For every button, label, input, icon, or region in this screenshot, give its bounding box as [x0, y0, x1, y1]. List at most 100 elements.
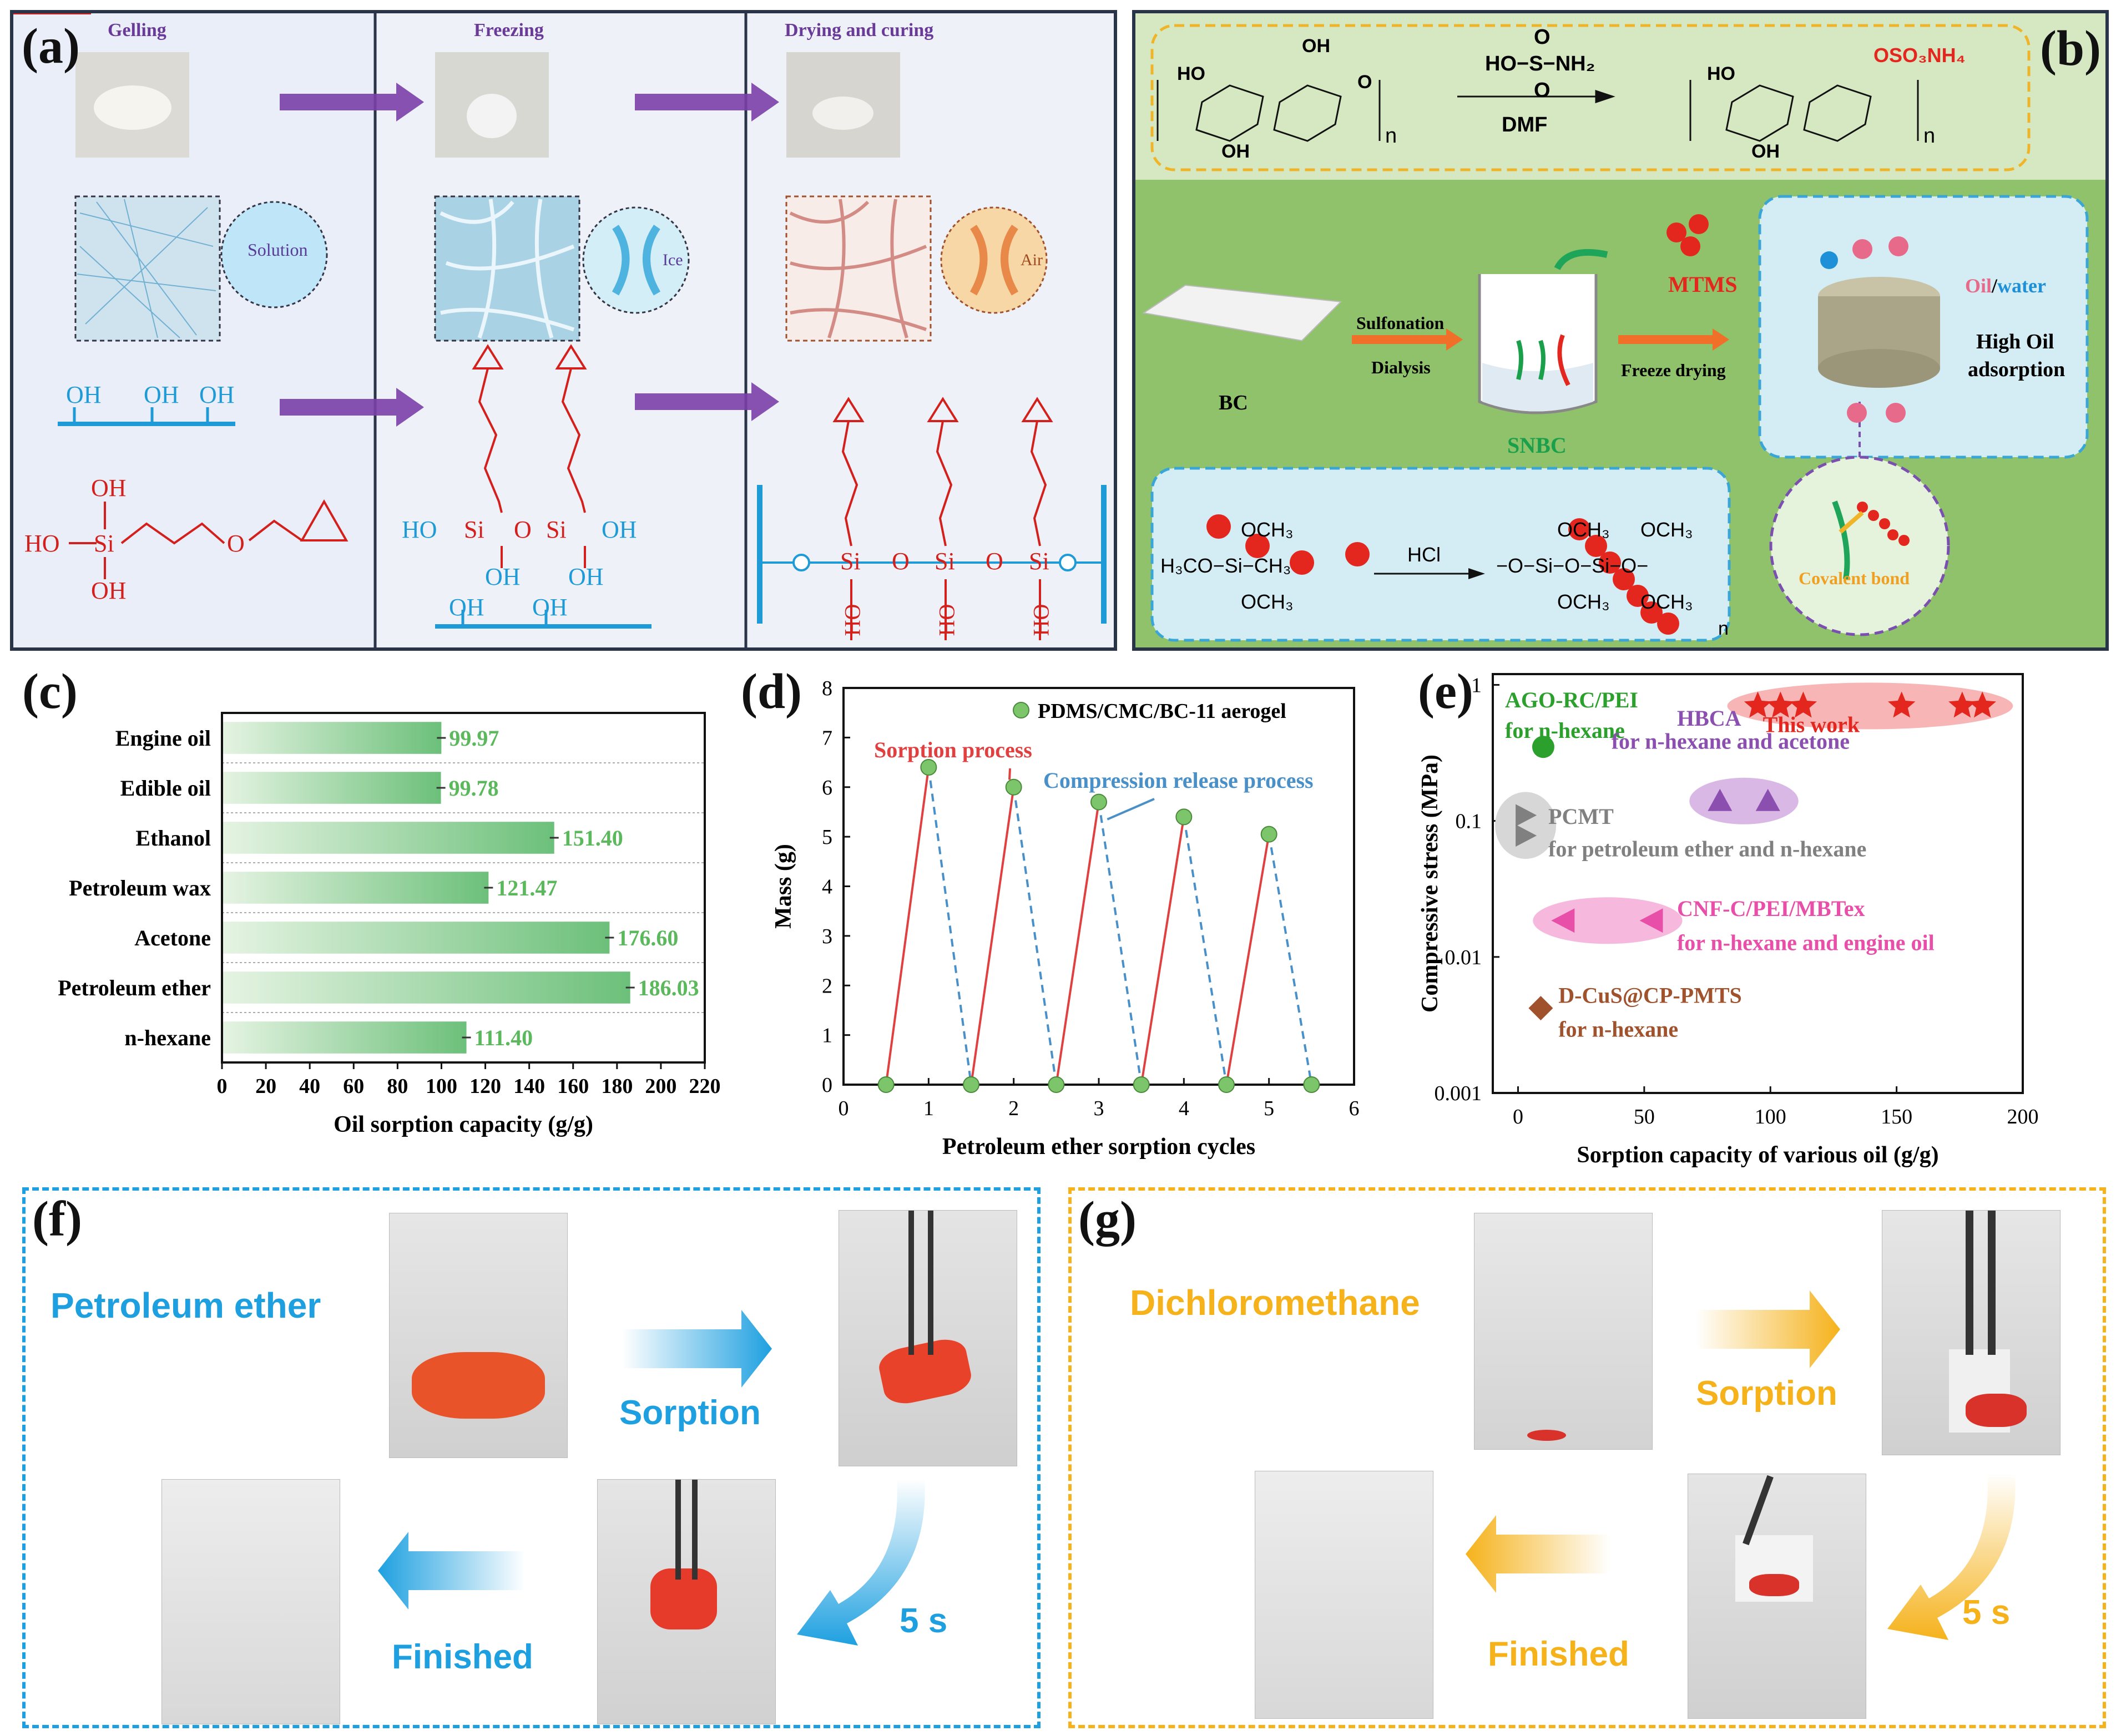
top-n-left: n	[1385, 124, 1397, 148]
x-tick-label: 3	[1094, 1097, 1104, 1120]
series-annotation: AGO-RC/PEI	[1505, 687, 1638, 712]
category-label: Engine oil	[115, 726, 211, 751]
silane-o: O	[227, 530, 245, 557]
marker-star	[1948, 691, 1976, 718]
y-tick-label: 2	[822, 974, 832, 998]
bar	[222, 772, 441, 804]
cured-ho-1: HO	[840, 604, 865, 636]
stage-drying: Drying and curing	[785, 20, 934, 41]
cured-si-2: Si	[935, 548, 955, 575]
x-tick-label: 100	[1755, 1105, 1786, 1128]
data-point	[963, 1076, 979, 1093]
panel-g: (g) Dichloromethane Sorption 5 s Finishe…	[1068, 1187, 2106, 1728]
stage-arrow-2	[635, 83, 779, 122]
sulfate-group: OSO₃NH₄	[1873, 44, 1966, 67]
bc-sheet	[1142, 284, 1342, 342]
chem-arrow-2	[635, 382, 779, 421]
category-label: n-hexane	[124, 1025, 211, 1050]
series-annotation: for petroleum ether and n-hexane	[1548, 836, 1866, 861]
x-tick-label: 0	[1513, 1105, 1523, 1128]
silane-si: Si	[94, 530, 114, 557]
high-oil-label: High Oil	[1976, 330, 2054, 353]
y-tick-label: 6	[822, 776, 832, 799]
sorption-pointer	[1008, 768, 1011, 780]
release-segment	[1012, 787, 1058, 1085]
flask-photo-3	[597, 1479, 776, 1724]
release-annotation: Compression release process	[1043, 768, 1314, 793]
group-halo	[1495, 792, 1557, 859]
dialysis-label: Dialysis	[1371, 357, 1431, 377]
top-n-right: n	[1923, 124, 1936, 148]
cured-structure	[832, 397, 1053, 640]
panel-c-tag: (c)	[22, 664, 78, 719]
oil-label: Oil	[1965, 275, 1992, 297]
mtms-center: H₃CO−Si−CH₃	[1160, 554, 1291, 577]
panel-a: (a) Gelling Freezing Drying and curing S…	[10, 10, 1117, 651]
series-annotation: for n-hexane	[1505, 718, 1625, 743]
time-label: 5 s	[900, 1602, 948, 1640]
sulfonation-label: Sulfonation	[1356, 313, 1445, 333]
x-tick-label: 200	[645, 1075, 676, 1098]
silane-oh-top: OH	[91, 474, 127, 502]
data-point	[920, 759, 937, 776]
panel-e-tag: (e)	[1418, 664, 1473, 719]
dmf-label: DMF	[1502, 113, 1548, 136]
sorption-segment	[1225, 834, 1270, 1085]
panel-f: (f) Petroleum ether Sorption 5 s Finishe…	[22, 1187, 1041, 1728]
finished-arrow-g	[1466, 1515, 1610, 1593]
time-label-g: 5 s	[1962, 1593, 2011, 1632]
x-axis-title: Sorption capacity of various oil (g/g)	[1577, 1142, 1938, 1168]
panel-d-tag: (d)	[741, 664, 802, 719]
sulfamic-acid: HO−S−NH₂	[1485, 52, 1595, 75]
y-tick-label: 0.001	[1435, 1082, 1482, 1105]
dimer-o: O	[514, 516, 532, 543]
dichloromethane-label: Dichloromethane	[1130, 1283, 1420, 1323]
flask-photo-7	[1688, 1474, 1866, 1719]
dimer-oh-bottom-2: OH	[568, 563, 604, 590]
x-tick-label: 5	[1264, 1097, 1274, 1120]
y-tick-label: 5	[822, 826, 832, 849]
oh-label-2: OH	[144, 381, 179, 408]
x-tick-label: 2	[1008, 1097, 1019, 1120]
stage-gelling: Gelling	[108, 20, 166, 41]
series-annotation: HBCA	[1677, 706, 1741, 731]
x-tick-label: 60	[343, 1075, 364, 1098]
surface-oh-1: OH	[449, 594, 484, 621]
top-oh-1: OH	[1221, 141, 1250, 162]
silane-oh-bottom: OH	[91, 577, 127, 604]
group-halo	[1689, 777, 1799, 824]
marker-star	[1744, 691, 1772, 718]
oil-water-slash: /	[1992, 275, 1998, 297]
marker-triangle-up	[1755, 788, 1780, 811]
sorption-annotation: Sorption process	[874, 737, 1032, 762]
x-tick-label: 50	[1634, 1105, 1655, 1128]
ice-inset	[582, 206, 690, 314]
solution-inset	[220, 201, 328, 308]
sorption-segment	[1140, 817, 1185, 1085]
marker-star	[1888, 691, 1916, 718]
x-tick-label: 150	[1881, 1105, 1912, 1128]
inset-air-label: Air	[1021, 251, 1043, 269]
flask-photo-8	[1255, 1471, 1433, 1719]
x-tick-label: 220	[689, 1075, 721, 1098]
series-annotation: D-CuS@CP-PMTS	[1558, 983, 1742, 1008]
bar	[222, 722, 442, 754]
marker-star	[1968, 691, 1996, 718]
y-tick-label: 4	[822, 875, 832, 899]
legend-marker	[1013, 702, 1029, 718]
data-point	[1218, 1076, 1235, 1093]
sulfamic-o-bottom: O	[1534, 79, 1551, 102]
marker-triangle-right	[1516, 824, 1537, 847]
x-tick-label: 100	[426, 1075, 457, 1098]
value-label: 99.97	[449, 726, 499, 751]
category-label: Acetone	[134, 925, 211, 950]
y-tick-label: 1	[1471, 674, 1482, 697]
dimer-si-2: Si	[546, 516, 567, 543]
cured-si-3: Si	[1029, 548, 1049, 575]
flask-photo-1	[389, 1213, 568, 1458]
sorption-segment	[885, 767, 930, 1085]
hcl-label: HCl	[1407, 543, 1441, 566]
value-label: 111.40	[474, 1025, 533, 1050]
x-tick-label: 6	[1349, 1097, 1360, 1120]
